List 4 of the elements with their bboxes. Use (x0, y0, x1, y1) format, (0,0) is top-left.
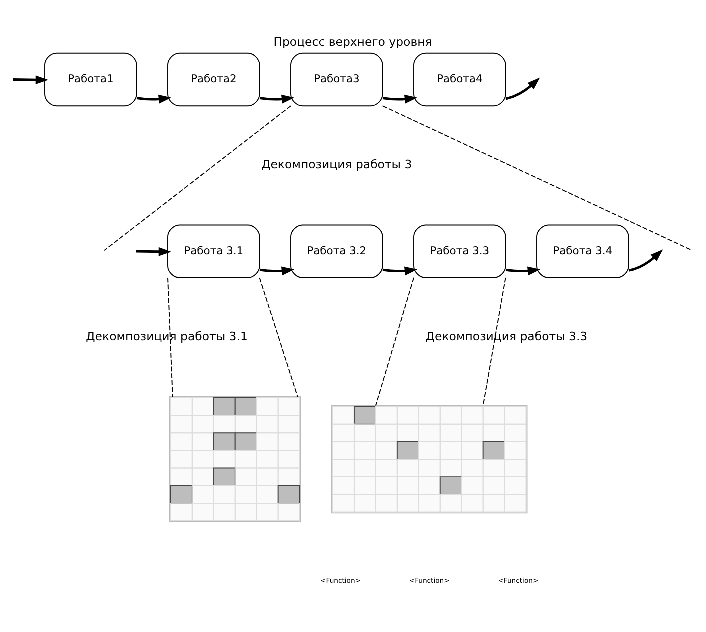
diagram-title: Процесс верхнего уровня (274, 35, 432, 50)
label: Декомпозиция работы 3.3 (426, 330, 588, 344)
label: Декомпозиция работы 3.1 (86, 330, 248, 344)
label: Декомпозиция работы 3 (262, 158, 412, 172)
